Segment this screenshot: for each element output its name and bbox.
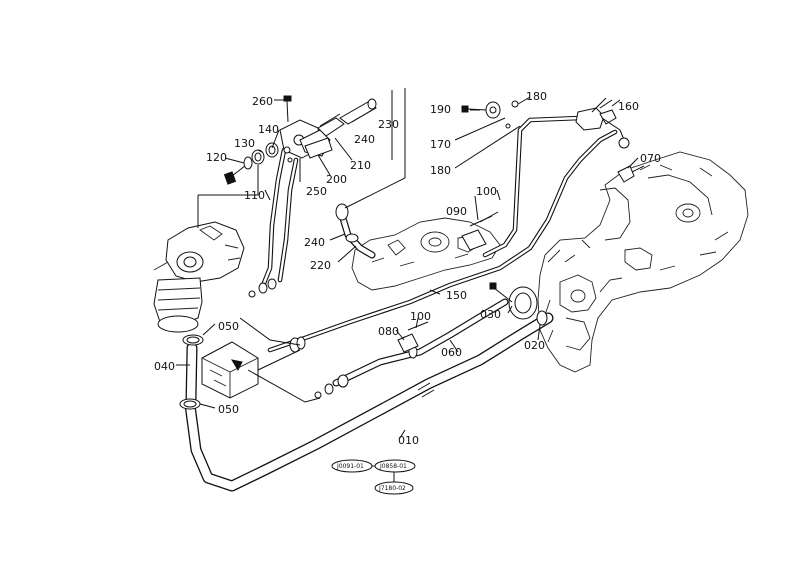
clamp-050-upper	[182, 334, 204, 346]
label-120: 120	[206, 151, 227, 164]
hose-060	[332, 298, 509, 387]
label-180a: 180	[526, 90, 547, 103]
pipe-170	[482, 115, 583, 258]
label-150: 150	[446, 289, 467, 302]
label-030: 030	[480, 308, 501, 321]
pipe-150	[267, 129, 618, 353]
clamp-090	[461, 211, 499, 251]
leader-lines	[176, 88, 639, 439]
hose-fittings	[248, 278, 418, 399]
label-100b: 100	[410, 310, 431, 323]
ref-code-1: J0091-01	[336, 463, 364, 470]
label-190: 190	[430, 103, 451, 116]
bolt-030	[489, 282, 513, 303]
label-050b: 050	[218, 403, 239, 416]
ref-code-2: J0858-01	[379, 463, 407, 470]
suction-hose-010	[184, 312, 554, 492]
label-090: 090	[446, 205, 467, 218]
filter-block	[201, 341, 259, 399]
label-060: 060	[441, 346, 462, 359]
label-220: 220	[310, 259, 331, 272]
label-260: 260	[252, 95, 273, 108]
label-130: 130	[234, 137, 255, 150]
label-160: 160	[618, 100, 639, 113]
callout-labels: 260 140 130 120 230 240 210 200 250 110 …	[154, 90, 661, 447]
pipe-110	[259, 147, 299, 291]
label-070: 070	[640, 152, 661, 165]
fitting-070	[617, 165, 645, 183]
hydraulic-pump	[153, 221, 245, 333]
label-180b: 180	[430, 164, 451, 177]
label-200: 200	[326, 173, 347, 186]
valve-top-right	[461, 97, 630, 149]
engine-block	[537, 151, 749, 373]
hose-040	[185, 342, 198, 406]
label-140: 140	[258, 123, 279, 136]
label-250: 250	[306, 185, 327, 198]
label-100a: 100	[476, 185, 497, 198]
label-010: 010	[398, 434, 419, 447]
label-210: 210	[350, 159, 371, 172]
label-040: 040	[154, 360, 175, 373]
clamp-050-lower	[179, 398, 201, 410]
reference-codes: J0091-01 J0858-01 J7180-02	[331, 459, 416, 495]
ref-code-3: J7180-02	[378, 485, 406, 492]
label-240b: 240	[304, 236, 325, 249]
valve-assembly	[223, 95, 377, 185]
label-080: 080	[378, 325, 399, 338]
label-230: 230	[378, 118, 399, 131]
label-240a: 240	[354, 133, 375, 146]
label-170: 170	[430, 138, 451, 151]
label-020: 020	[524, 339, 545, 352]
fitting-020	[508, 286, 548, 326]
label-110: 110	[244, 189, 265, 202]
label-050a: 050	[218, 320, 239, 333]
